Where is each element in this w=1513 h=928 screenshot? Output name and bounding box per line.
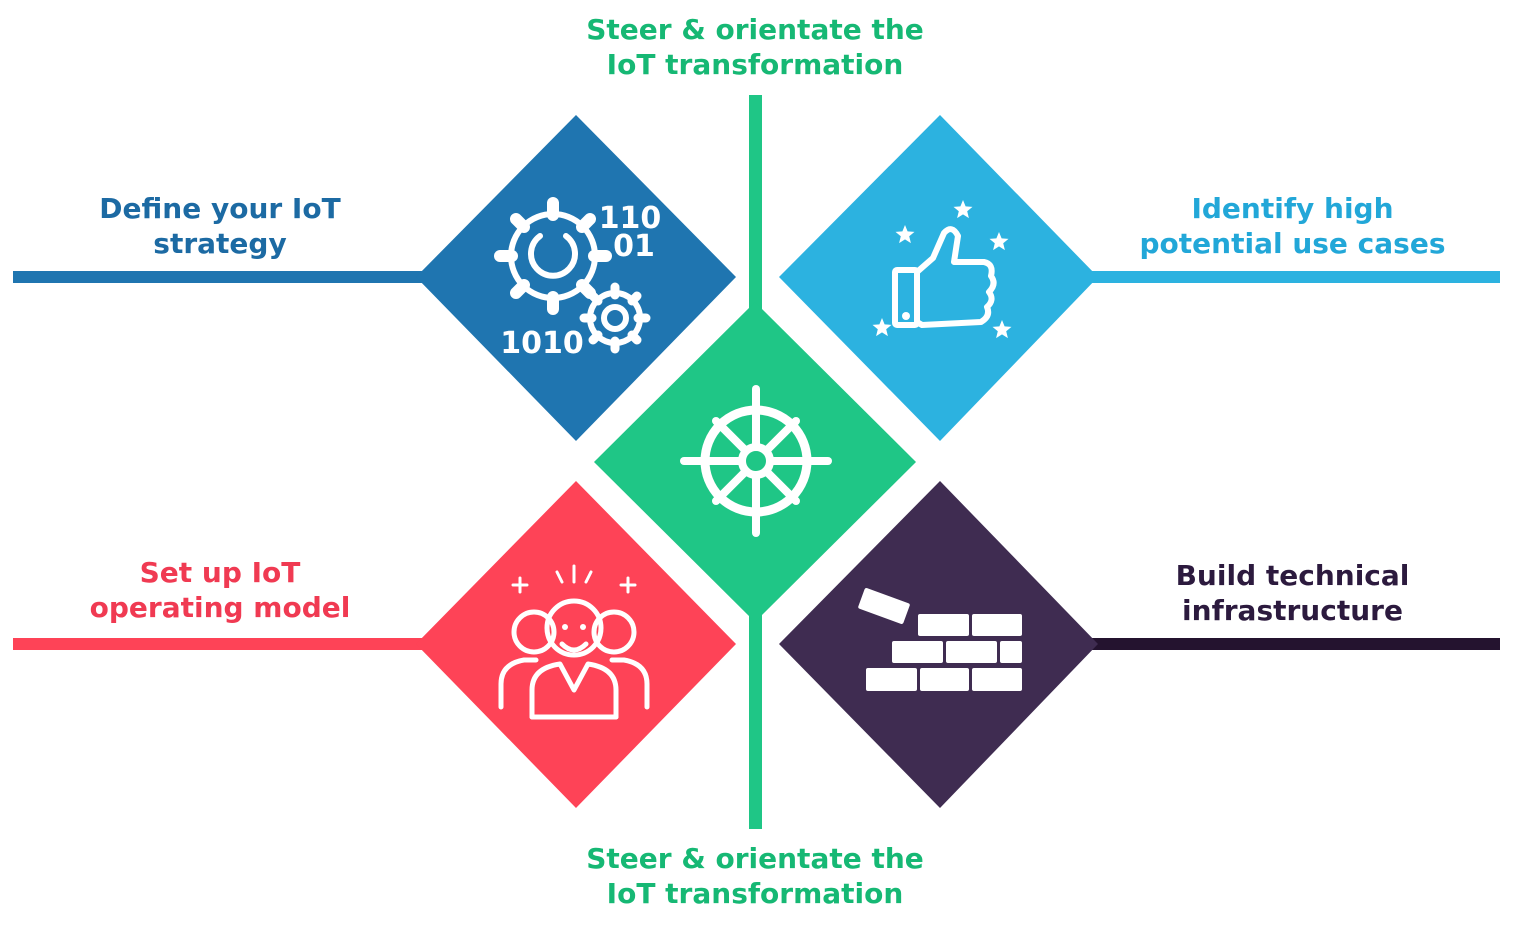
label-operating-line1: Set up IoT	[139, 556, 301, 589]
label-steer-bottom-line1: Steer & orientate the	[586, 842, 924, 875]
label-infra: Build technical infrastructure	[1090, 558, 1495, 628]
infra-line	[1085, 638, 1500, 650]
steer-bottom-line	[749, 615, 762, 829]
operating-line	[13, 638, 428, 650]
thumbs-up-stars-icon	[872, 200, 1012, 339]
strategy-diamond	[416, 115, 736, 441]
ship-wheel-icon	[680, 385, 832, 537]
steer-diamond	[594, 302, 916, 622]
label-steer-top-line1: Steer & orientate the	[586, 13, 924, 46]
label-strategy-line2: strategy	[153, 227, 287, 260]
label-operating: Set up IoT operating model	[20, 555, 420, 625]
star-icon	[895, 225, 915, 244]
steer-top-line	[749, 95, 762, 310]
star-icon	[992, 320, 1012, 339]
operating-diamond	[416, 481, 736, 808]
label-steer-top-line2: IoT transformation	[606, 48, 904, 81]
binary-text-row1: 110	[599, 201, 662, 236]
label-usecases-line2: potential use cases	[1139, 227, 1446, 260]
label-usecases: Identify high potential use cases	[1090, 191, 1495, 261]
label-infra-line2: infrastructure	[1182, 594, 1403, 627]
team-people-icon	[498, 564, 650, 720]
label-steer-top: Steer & orientate the IoT transformation	[530, 12, 980, 82]
label-operating-line2: operating model	[89, 591, 351, 624]
strategy-line	[13, 271, 428, 283]
star-icon	[989, 232, 1009, 251]
label-infra-line1: Build technical	[1175, 559, 1410, 592]
brick-wall-icon	[858, 588, 1022, 691]
usecases-diamond	[779, 115, 1098, 441]
label-strategy-line1: Define your IoT	[99, 192, 341, 225]
star-icon	[872, 318, 892, 337]
binary-text-row2: 01	[613, 229, 655, 264]
binary-text-row3: 1010	[500, 326, 584, 361]
usecases-line	[1085, 271, 1500, 283]
label-steer-bottom-line2: IoT transformation	[606, 877, 904, 910]
gears-binary-icon	[494, 197, 651, 354]
label-usecases-line1: Identify high	[1191, 192, 1394, 225]
label-strategy: Define your IoT strategy	[20, 191, 420, 261]
star-icon	[953, 200, 973, 219]
label-steer-bottom: Steer & orientate the IoT transformation	[530, 841, 980, 911]
